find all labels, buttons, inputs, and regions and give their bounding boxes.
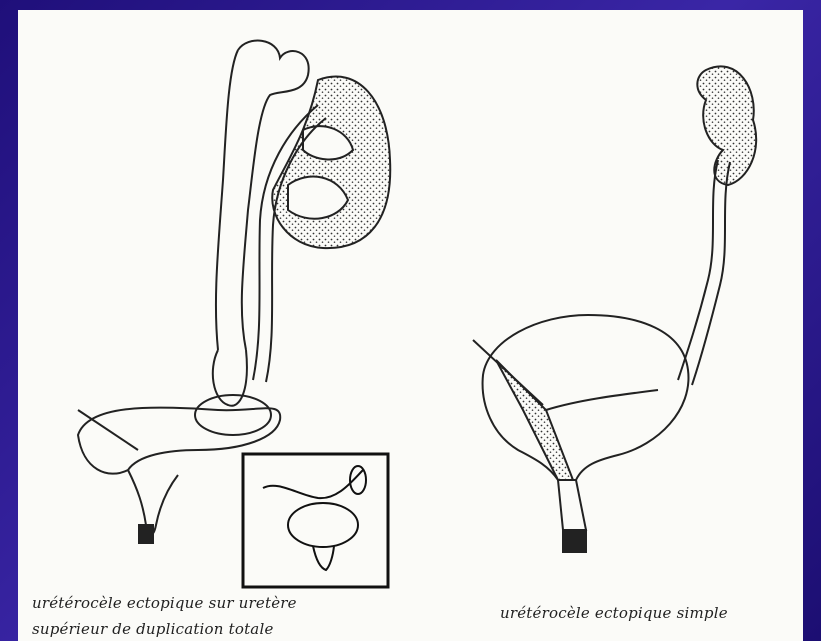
right-caption: urétérocèle ectopique simple (500, 604, 728, 622)
anatomy-illustration (18, 10, 803, 641)
right-kidney (697, 66, 756, 185)
left-caption-line-2: supérieur de duplication totale (32, 620, 274, 638)
right-bladder (473, 315, 688, 552)
left-bladder (78, 395, 280, 543)
inset-box (243, 454, 388, 587)
right-ureter (678, 160, 730, 385)
left-caption-line-1: urétérocèle ectopique sur uretère (32, 594, 297, 612)
diagram-panel: urétérocèle ectopique sur uretère supéri… (18, 10, 803, 641)
